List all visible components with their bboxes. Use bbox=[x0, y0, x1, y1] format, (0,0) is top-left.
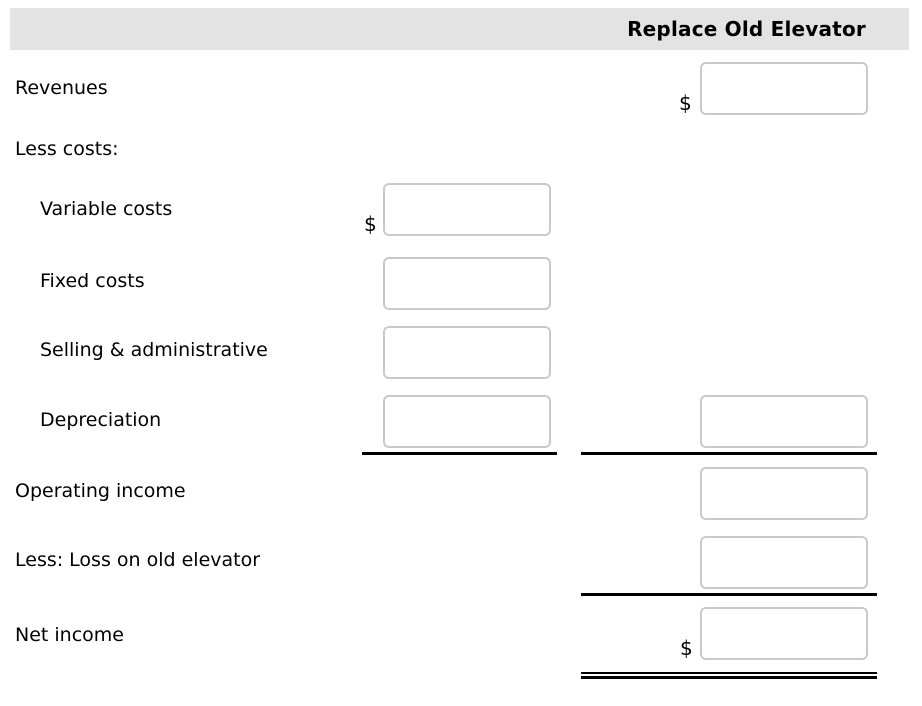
row-label-operating-income: Operating income bbox=[15, 480, 186, 502]
input-loss-on-old-elevator[interactable] bbox=[700, 536, 868, 589]
dollar-sign-revenues: $ bbox=[679, 91, 692, 115]
row-label-selling-administrative: Selling & administrative bbox=[40, 339, 268, 361]
input-variable-costs[interactable] bbox=[383, 183, 551, 236]
header-bar: Replace Old Elevator bbox=[10, 8, 909, 50]
double-rule-net-income bbox=[581, 672, 877, 679]
input-depreciation-middle[interactable] bbox=[383, 395, 551, 448]
input-operating-income[interactable] bbox=[700, 467, 868, 520]
dollar-sign-net-income: $ bbox=[680, 636, 693, 660]
row-label-net-income: Net income bbox=[15, 624, 124, 646]
subtotal-rule-middle-column bbox=[362, 452, 557, 455]
row-label-loss-on-old-elevator: Less: Loss on old elevator bbox=[15, 549, 261, 571]
input-fixed-costs[interactable] bbox=[383, 257, 551, 310]
row-label-fixed-costs: Fixed costs bbox=[40, 270, 145, 292]
input-depreciation-right[interactable] bbox=[700, 395, 868, 448]
dollar-sign-variable-costs: $ bbox=[364, 212, 377, 236]
row-label-revenues: Revenues bbox=[15, 77, 108, 99]
input-selling-administrative[interactable] bbox=[383, 326, 551, 379]
total-rule-right-column bbox=[581, 593, 877, 596]
column-header-replace-old-elevator: Replace Old Elevator bbox=[627, 17, 866, 41]
row-label-less-costs: Less costs: bbox=[15, 138, 119, 160]
row-label-depreciation: Depreciation bbox=[40, 409, 162, 431]
input-revenues[interactable] bbox=[700, 62, 868, 115]
input-net-income[interactable] bbox=[700, 607, 868, 660]
row-label-variable-costs: Variable costs bbox=[40, 198, 173, 220]
subtotal-rule-right-column bbox=[581, 452, 877, 455]
